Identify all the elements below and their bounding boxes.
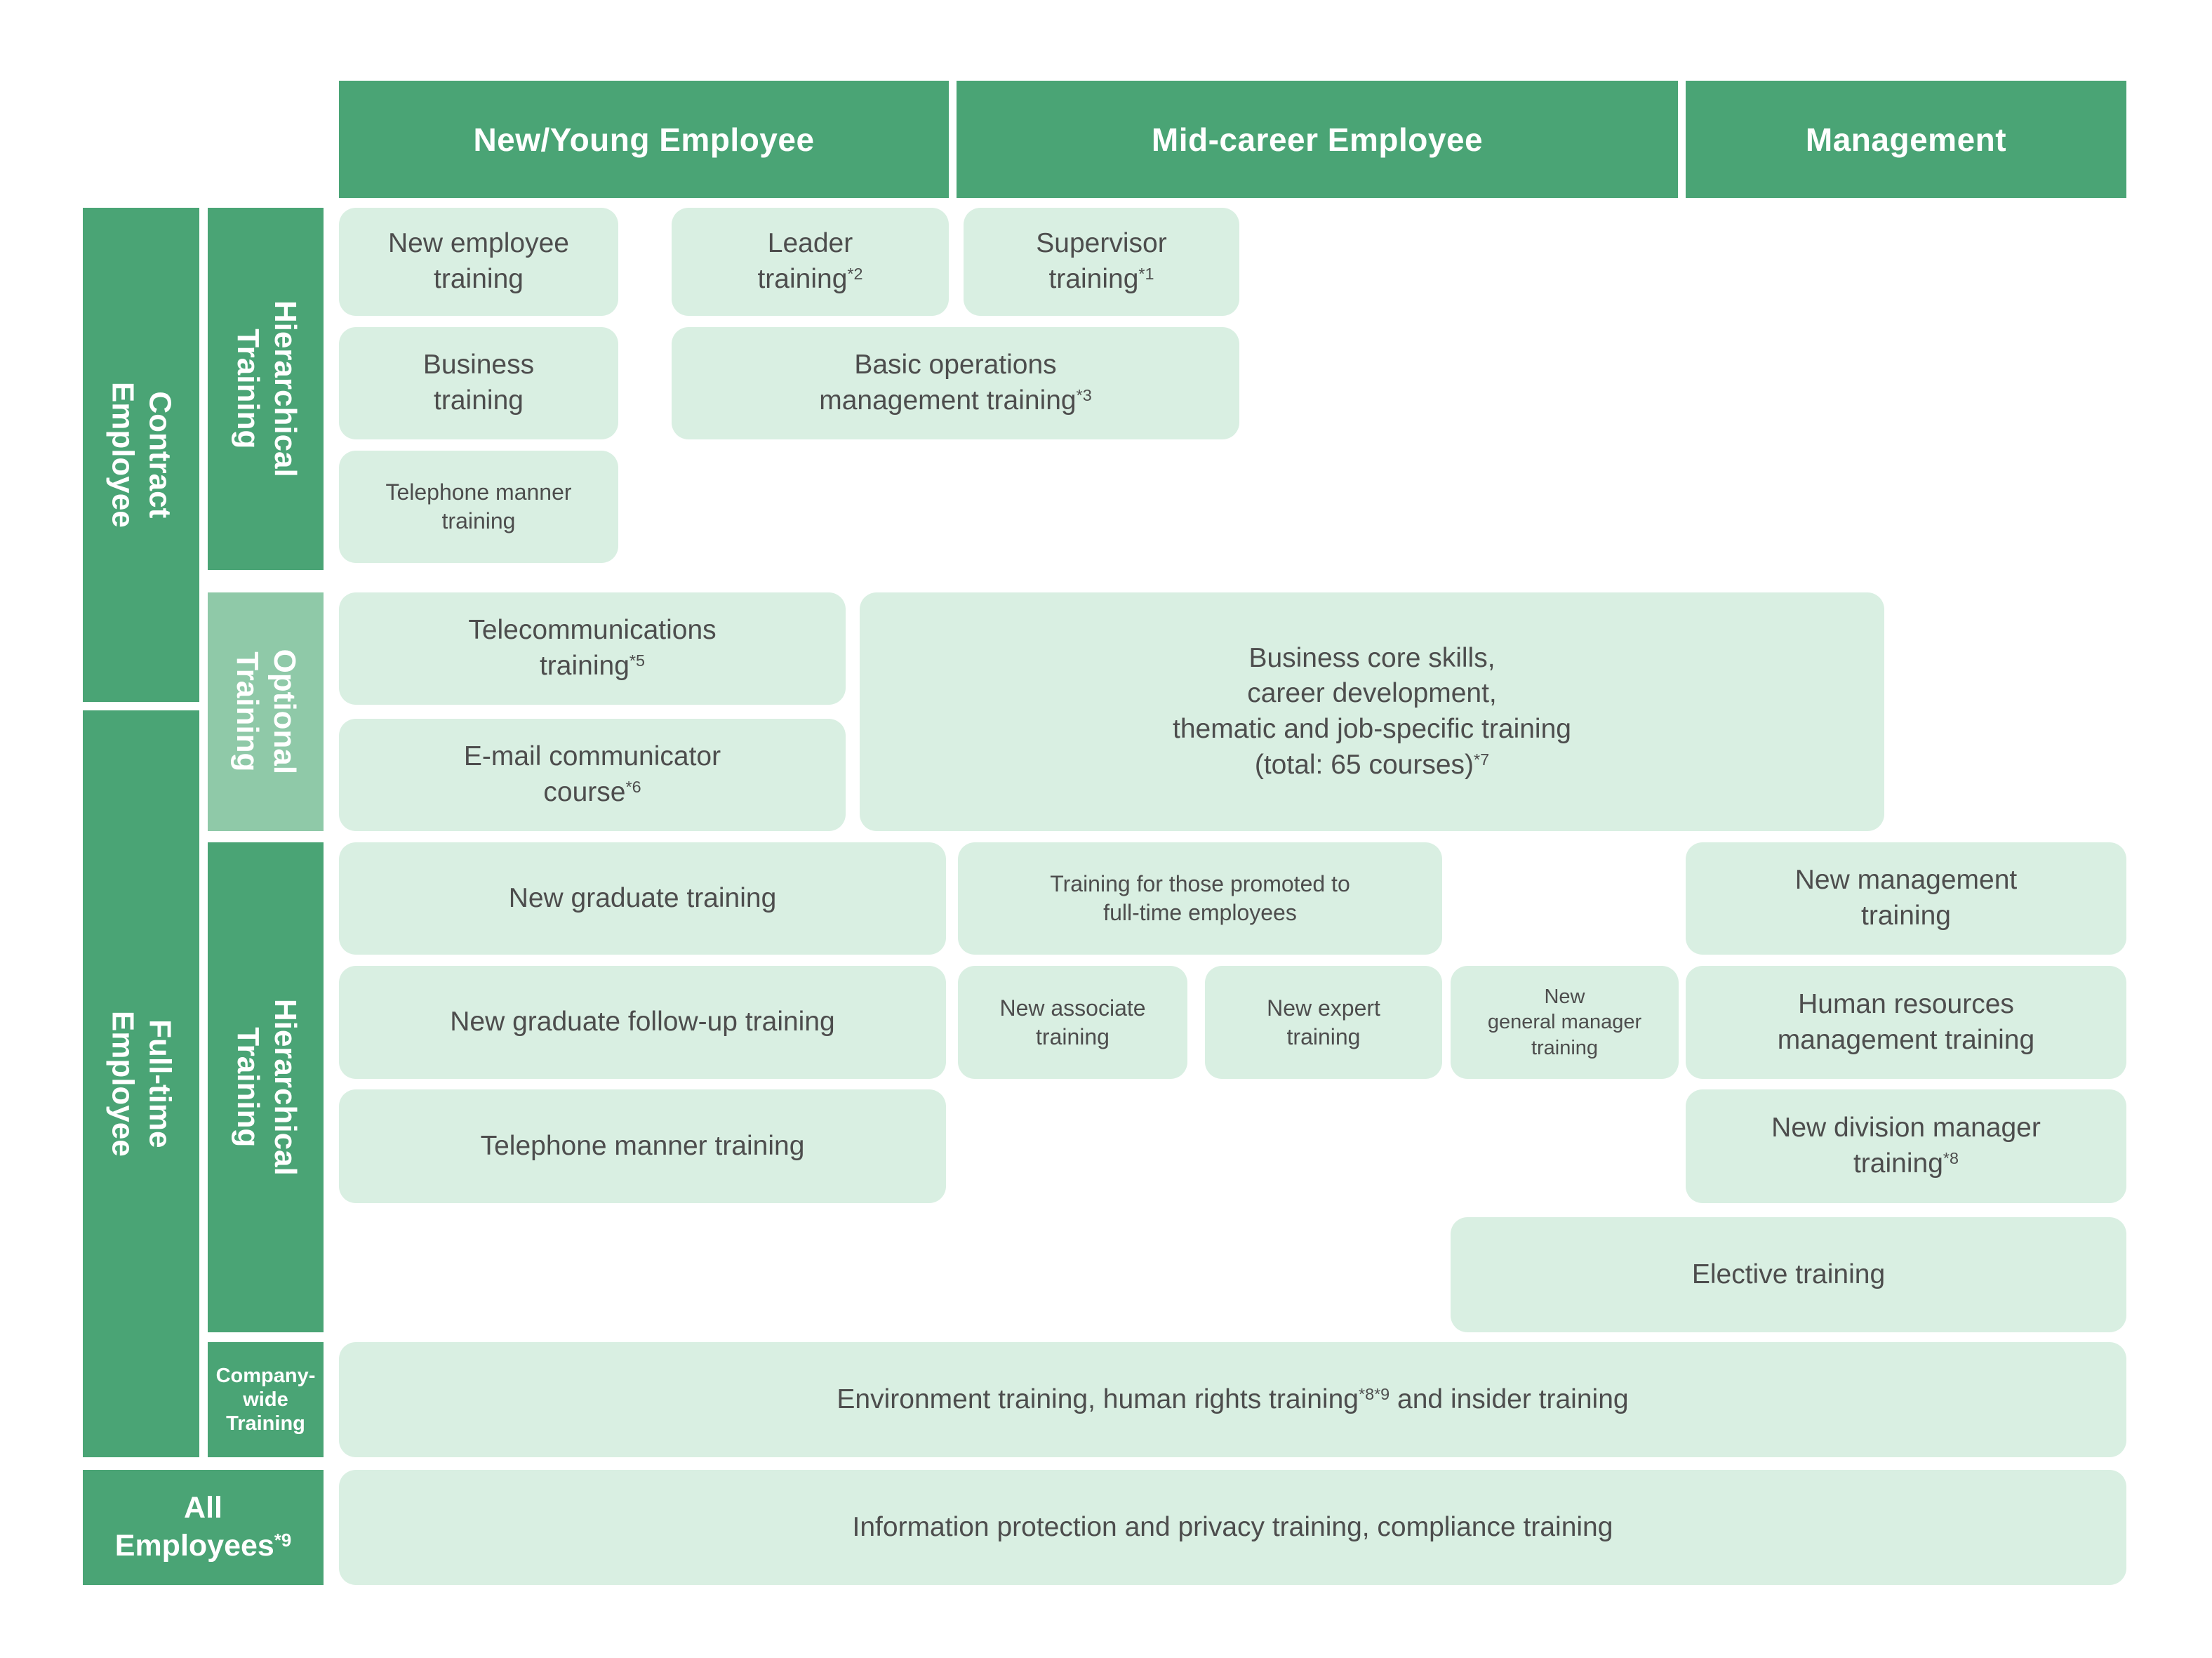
sub-band-label: Optional Training <box>230 649 302 775</box>
cell-label: Environment training, human rights train… <box>837 1384 1629 1414</box>
sub-band-hierarchical-training-full-time: Hierarchical Training <box>208 842 324 1332</box>
cell-business-core-skills: Business core skills, career development… <box>860 592 1884 831</box>
cell-new-general-manager-training: New general manager training <box>1451 966 1679 1079</box>
sub-band-label: Hierarchical Training <box>230 999 302 1176</box>
sub-band-company-wide-training: Company- wide Training <box>208 1342 324 1457</box>
cell-label: New <box>1544 986 1585 1009</box>
cell-new-division-manager-training: New division manager training*8 <box>1686 1089 2126 1203</box>
row-band-contract-employee: Contract Employee <box>83 208 199 702</box>
cell-label: New graduate training <box>508 882 777 913</box>
cell-label: Telecommunications <box>468 615 717 646</box>
cell-label: Basic operations <box>854 350 1057 380</box>
column-header-management: Management <box>1686 81 2126 198</box>
cell-label: training <box>434 264 524 294</box>
cell-label: training*2 <box>757 264 863 294</box>
cell-label: Information protection and privacy train… <box>852 1511 1613 1542</box>
cell-telephone-manner-training-full-time: Telephone manner training <box>339 1089 946 1203</box>
cell-label: Supervisor <box>1036 228 1167 259</box>
cell-label: course*6 <box>543 777 641 807</box>
cell-label: Leader <box>767 228 853 259</box>
cell-new-graduate-follow-up-training: New graduate follow-up training <box>339 966 946 1079</box>
cell-email-communicator-course: E-mail communicator course*6 <box>339 719 846 831</box>
cell-supervisor-training: Supervisor training*1 <box>964 208 1239 316</box>
cell-label: training <box>1861 901 1951 931</box>
cell-new-management-training: New management training <box>1686 842 2126 955</box>
column-header-label: Management <box>1805 121 2007 158</box>
sub-band-label: Company- wide Training <box>215 1364 316 1435</box>
cell-label: training <box>1286 1023 1361 1049</box>
cell-label: Human resources <box>1798 988 2014 1019</box>
cell-label: training <box>1531 1036 1599 1059</box>
cell-basic-operations-management-training: Basic operations management training*3 <box>672 327 1239 439</box>
column-header-label: New/Young Employee <box>473 121 815 158</box>
cell-label: Telephone manner training <box>480 1130 805 1161</box>
sub-band-label: Hierarchical Training <box>230 300 302 477</box>
cell-human-resources-management-training: Human resources management training <box>1686 966 2126 1079</box>
cell-new-associate-training: New associate training <box>958 966 1187 1079</box>
cell-label: New management <box>1794 865 2018 896</box>
cell-new-expert-training: New expert training <box>1205 966 1442 1079</box>
cell-label: full-time employees <box>1103 900 1297 925</box>
cell-telephone-manner-training-contract: Telephone manner training <box>339 451 618 563</box>
cell-environment-human-rights-insider-training: Environment training, human rights train… <box>339 1342 2126 1457</box>
cell-label: New expert <box>1267 995 1380 1021</box>
cell-label: training <box>441 508 516 533</box>
cell-label: thematic and job-specific training <box>1173 714 1571 744</box>
cell-label: Business core skills, <box>1248 642 1495 673</box>
cell-label: training*8 <box>1853 1148 1959 1179</box>
row-band-label: Contract Employee <box>106 382 178 528</box>
cell-label: training <box>1036 1023 1110 1049</box>
cell-label: Business <box>422 350 535 380</box>
cell-label: (total: 65 courses)*7 <box>1254 749 1490 780</box>
cell-label: training*1 <box>1048 264 1154 294</box>
cell-label: New division manager <box>1771 1113 2041 1143</box>
column-header-label: Mid-career Employee <box>1151 121 1484 158</box>
cell-label: Training for those promoted to <box>1050 871 1350 897</box>
row-band-label: Full-time Employee <box>106 1011 178 1157</box>
column-header-new-young-employee: New/Young Employee <box>339 81 949 198</box>
column-header-mid-career-employee: Mid-career Employee <box>957 81 1678 198</box>
cell-label: Telephone manner <box>385 479 572 505</box>
cell-label: general manager <box>1487 1011 1642 1034</box>
row-band-full-time-employee: Full-time Employee <box>83 710 199 1457</box>
row-band-all-employees: All Employees*9 <box>83 1470 324 1585</box>
cell-label: New employee <box>388 228 569 259</box>
cell-new-graduate-training: New graduate training <box>339 842 946 955</box>
cell-label: Elective training <box>1691 1259 1886 1289</box>
cell-business-training: Business training <box>339 327 618 439</box>
cell-label: management training <box>1777 1024 2035 1055</box>
cell-telecommunications-training: Telecommunications training*5 <box>339 592 846 705</box>
cell-label: New graduate follow-up training <box>450 1007 835 1037</box>
cell-elective-training: Elective training <box>1451 1217 2126 1332</box>
cell-label: E-mail communicator <box>463 741 721 772</box>
cell-label: training <box>434 385 524 416</box>
sub-band-optional-training: Optional Training <box>208 592 324 831</box>
cell-label: management training*3 <box>819 385 1092 416</box>
sub-band-hierarchical-training-contract: Hierarchical Training <box>208 208 324 570</box>
cell-label: training*5 <box>539 651 646 681</box>
cell-leader-training: Leader training*2 <box>672 208 949 316</box>
cell-promoted-to-full-time-training: Training for those promoted to full-time… <box>958 842 1442 955</box>
cell-label: career development, <box>1247 678 1497 709</box>
cell-information-protection-compliance-training: Information protection and privacy train… <box>339 1470 2126 1585</box>
cell-label: New associate <box>999 995 1146 1021</box>
row-band-label: All Employees*9 <box>114 1491 292 1563</box>
cell-new-employee-training: New employee training <box>339 208 618 316</box>
